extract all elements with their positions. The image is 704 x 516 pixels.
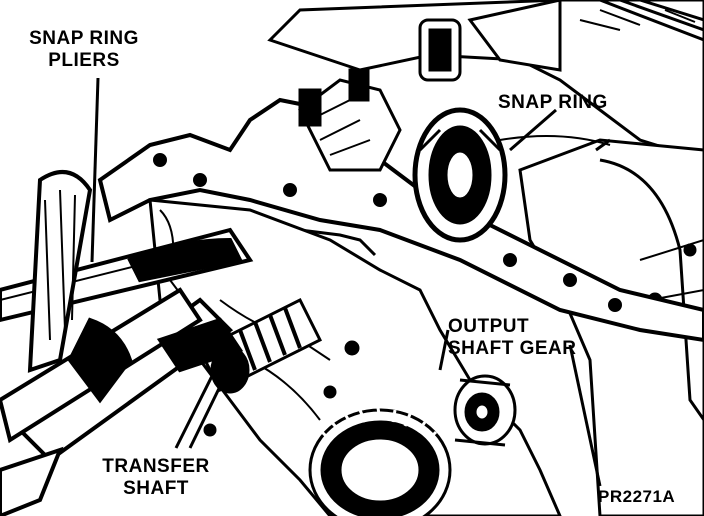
internal-mechanism (298, 68, 611, 243)
snap-ring-label-text: SNAP RING (498, 92, 608, 113)
output-shaft-gear-label-line2: SHAFT GEAR (448, 338, 577, 359)
snap-ring-pliers-label-line2: PLIERS (48, 50, 120, 71)
snap-ring-pliers-label: SNAP RING PLIERS (20, 28, 148, 72)
upper-housing (267, 0, 704, 162)
leader-output-shaft-gear-2 (568, 344, 602, 487)
leader-snap-ring-2 (595, 138, 611, 152)
output-shaft-gear-label-line1: OUTPUT (448, 316, 530, 337)
snap-ring-label: SNAP RING (498, 92, 608, 114)
transfer-shaft-label-line1: TRANSFER (102, 456, 210, 477)
leader-lines (90, 77, 611, 487)
snap-ring-pliers (0, 170, 254, 516)
leader-snap-ring (509, 108, 557, 152)
leader-transfer-shaft (174, 359, 222, 449)
output-shaft-gear-label: OUTPUT SHAFT GEAR (448, 316, 577, 360)
gasket-frame (97, 97, 704, 343)
transfer-shaft-label: TRANSFER SHAFT (92, 456, 220, 500)
leader-output-shaft-gear (438, 329, 450, 371)
transfer-shaft-label-line2: SHAFT (123, 478, 189, 499)
gear-teeth (308, 407, 452, 516)
output-shaft-gear (453, 374, 517, 447)
leader-snap-ring-pliers (90, 77, 100, 263)
leader-transfer-shaft-2 (188, 369, 230, 449)
figure-code: PR2271A (598, 487, 676, 506)
snap-ring-pliers-label-line1: SNAP RING (29, 28, 139, 49)
